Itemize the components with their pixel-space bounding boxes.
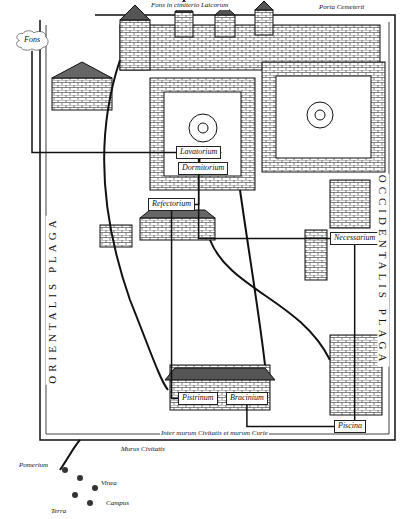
building-name: Pistrinum xyxy=(182,394,214,403)
water-pipe xyxy=(247,405,334,427)
building-label: Bracinium xyxy=(226,392,268,405)
building-label: Refectorium xyxy=(148,198,195,211)
place-label: Murus Civitatis xyxy=(120,446,166,454)
region-label: ORIENTALIS PLAGA xyxy=(46,215,58,384)
place-label: Inter murum Civitatis et murum Curie xyxy=(160,430,269,438)
building-name: Bracinium xyxy=(230,394,264,403)
building-label: Piscina xyxy=(334,420,366,433)
region-label: OCCIDENTALIS PLAGA xyxy=(377,174,389,367)
building-label: Lavatorium xyxy=(176,146,221,159)
building-name: Fons xyxy=(24,36,40,45)
place-label: Vinea xyxy=(100,480,118,488)
building-name: Piscina xyxy=(338,422,362,431)
building-name: Necessarium xyxy=(334,234,375,243)
building-label: Pistrinum xyxy=(178,392,218,405)
building-name: Dormitorium xyxy=(182,164,224,173)
water-pipe xyxy=(172,211,178,399)
building-label: Necessarium xyxy=(330,232,379,245)
place-label: Campus xyxy=(105,500,130,508)
building-name: Refectorium xyxy=(152,200,191,209)
spring-cloud: Fons xyxy=(14,30,50,51)
place-label: Pomerium xyxy=(18,462,49,470)
place-label: Fons in cimiterio Laicorum xyxy=(150,2,229,10)
place-label: Porta Cemeterii xyxy=(318,4,365,12)
water-pipe xyxy=(354,245,356,420)
building-label: Dormitorium xyxy=(178,162,228,175)
place-label: Terra xyxy=(50,508,67,516)
water-pipe xyxy=(32,51,176,153)
building-name: Lavatorium xyxy=(180,148,217,157)
